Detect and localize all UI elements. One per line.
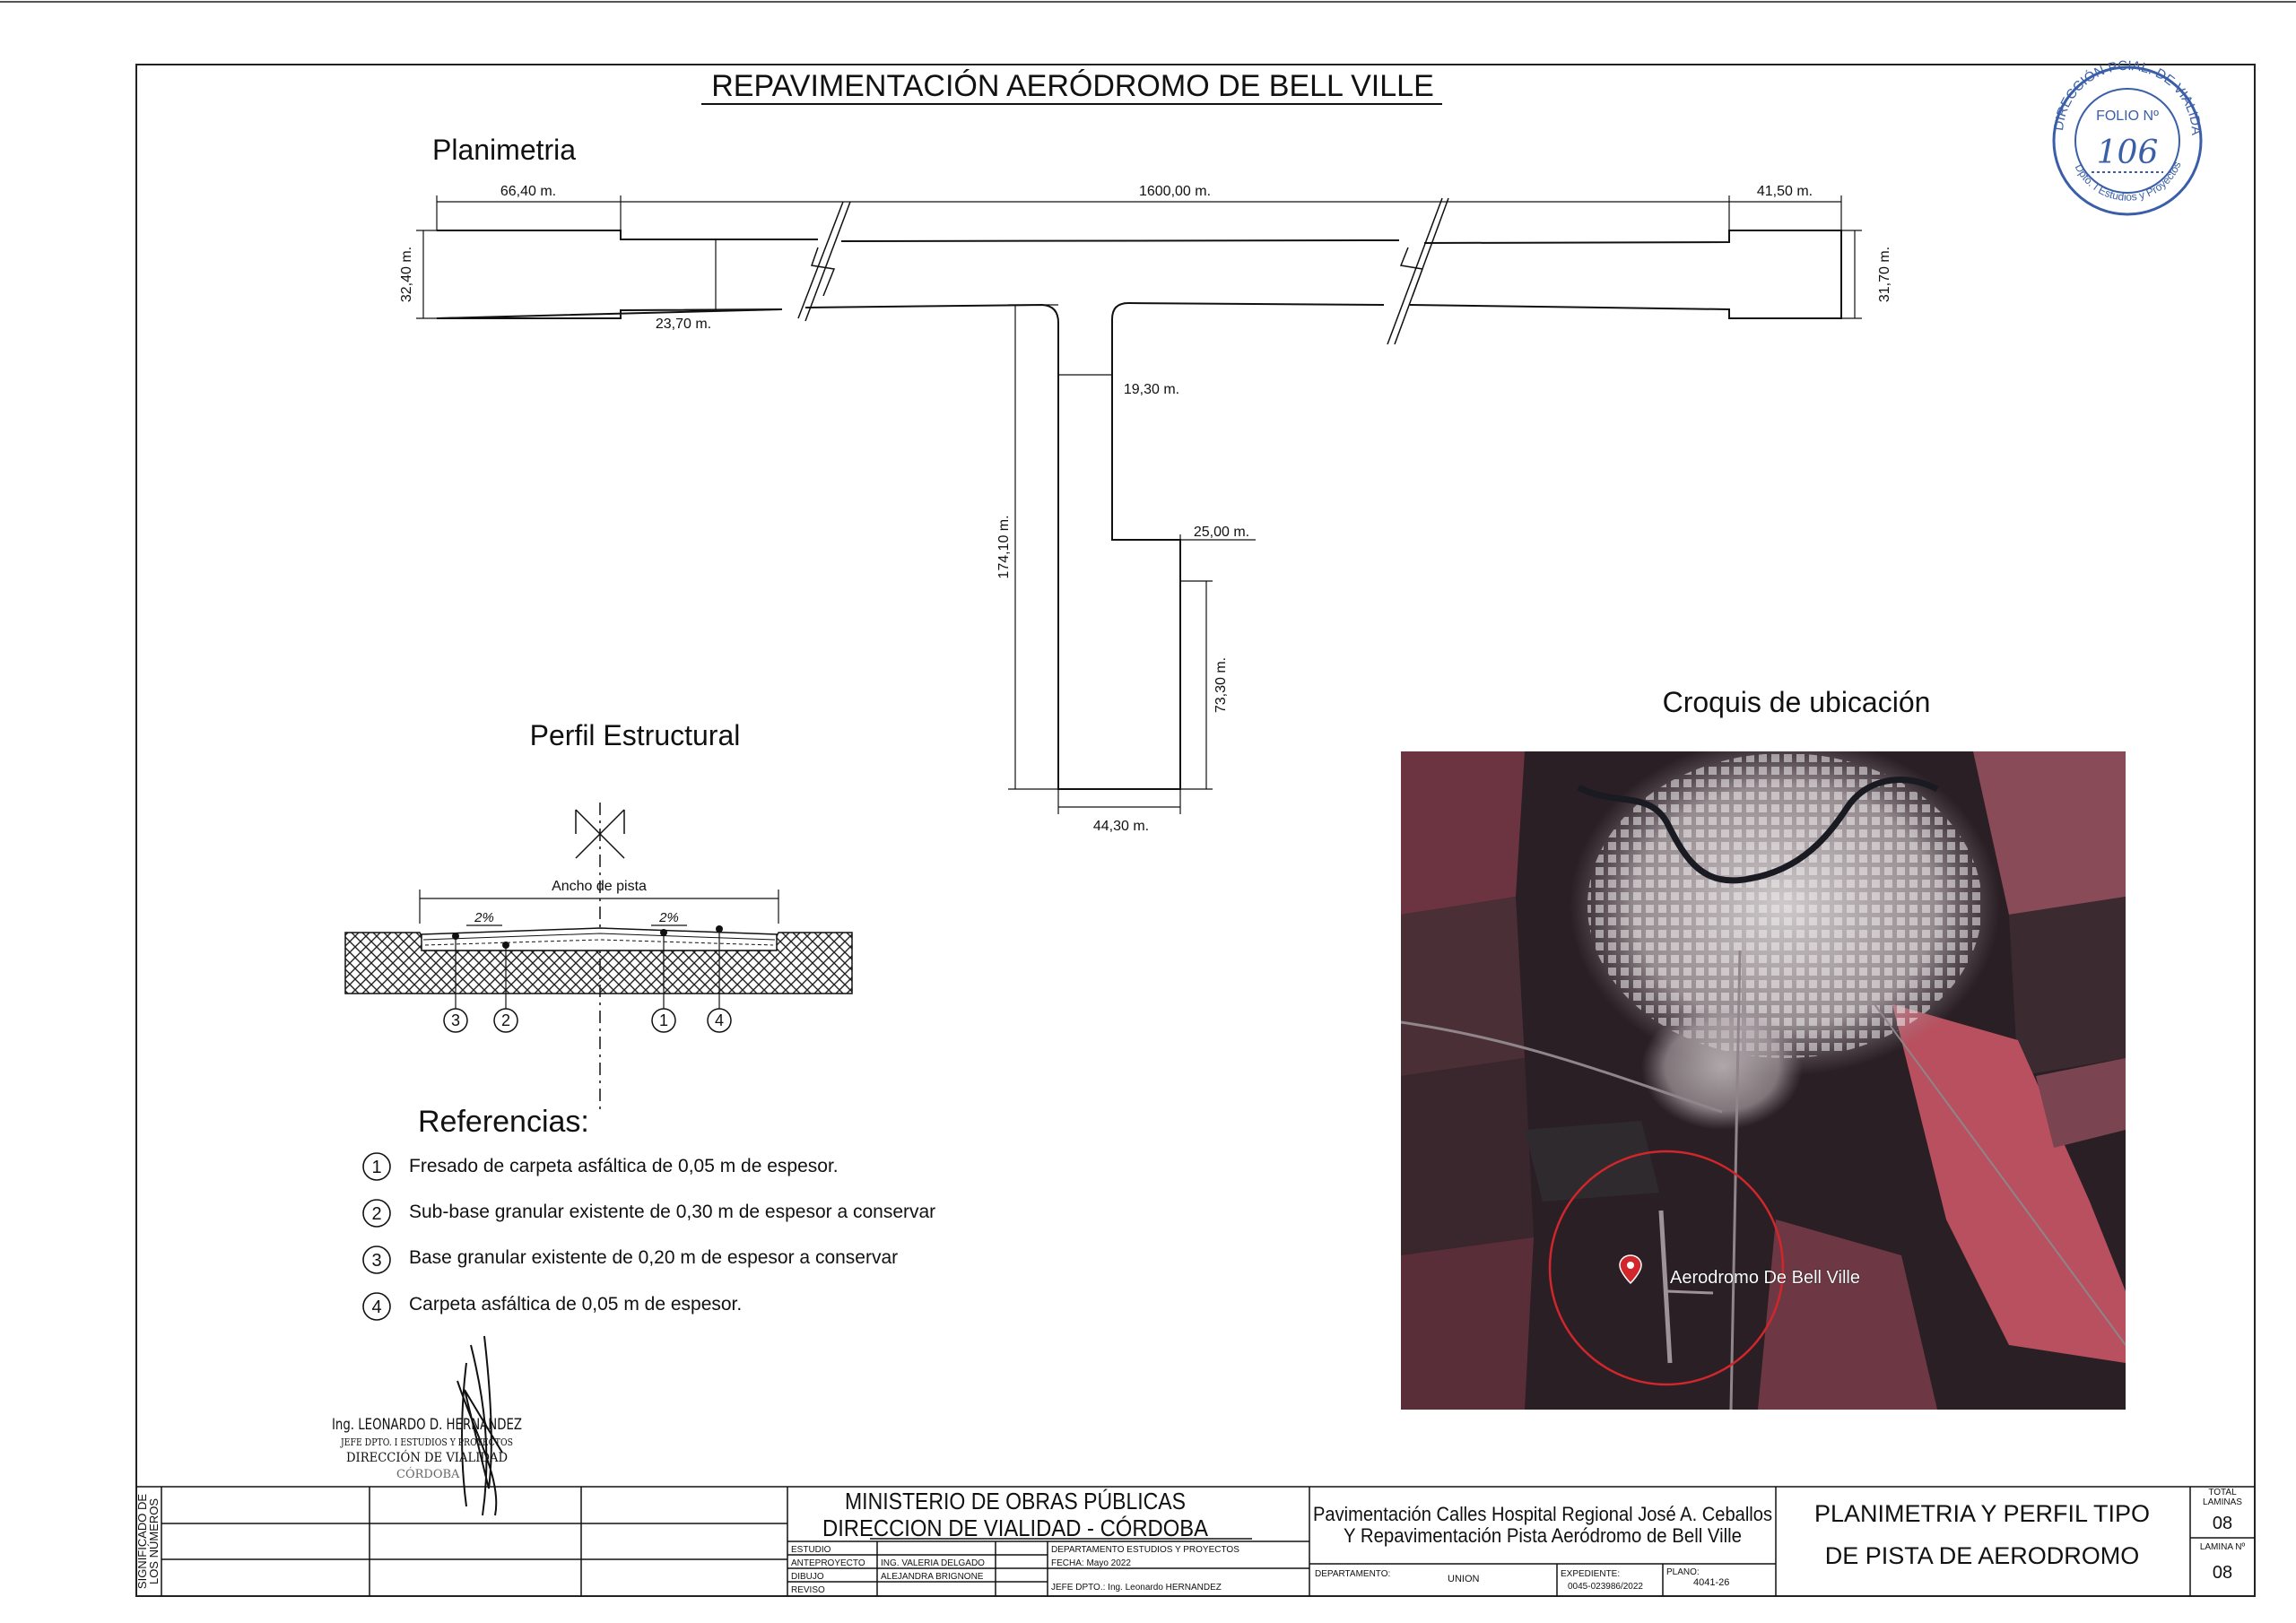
svg-text:Carpeta asfáltica de 0,05 m de: Carpeta asfáltica de 0,05 m de espesor.: [409, 1294, 742, 1315]
ancho-label: Ancho de pista: [552, 879, 647, 894]
role-dibujo-name: ALEJANDRA BRIGNONE: [881, 1572, 984, 1582]
reference-item: 3 Base granular existente de 0,20 m de e…: [362, 1245, 898, 1274]
dim-apron-length: 73,30 m.: [1213, 657, 1229, 713]
dim-apron-width: 44,30 m.: [1093, 819, 1149, 834]
dim-taxi-width: 19,30 m.: [1124, 382, 1179, 397]
callout-1: 1: [659, 1011, 668, 1029]
ministry-name: MINISTERIO DE OBRAS PÚBLICAS: [845, 1488, 1186, 1515]
expediente-label: EXPEDIENTE:: [1561, 1569, 1620, 1579]
referencias-heading: Referencias:: [418, 1105, 589, 1139]
reference-item: 2 Sub-base granular existente de 0,30 m …: [362, 1199, 935, 1228]
fecha: FECHA: Mayo 2022: [1051, 1558, 1131, 1568]
folio-number: 106: [2097, 135, 2159, 171]
signature-block: Ing. LEONARDO D. HERNANDEZ JEFE DPTO. I …: [332, 1335, 522, 1516]
title-block-text: SIGNIFICADO DE LOS NÚMEROS MINISTERIO DE…: [135, 1488, 2246, 1595]
reference-item: 4 Carpeta asfáltica de 0,05 m de espesor…: [362, 1292, 742, 1321]
expediente-value: 0045-023986/2022: [1568, 1582, 1643, 1592]
sheet-border: [135, 64, 2256, 1597]
planimetria-heading: Planimetria: [432, 134, 576, 166]
project-title-2: Y Repavimentación Pista Aeródromo de Bel…: [1344, 1524, 1742, 1547]
svg-text:Base granular existente de 0,2: Base granular existente de 0,20 m de esp…: [409, 1247, 898, 1268]
callout-2: 2: [501, 1011, 510, 1029]
role-anteproyecto-name: ING. VALERIA DELGADO: [881, 1558, 985, 1568]
slope-left: 2%: [474, 910, 494, 925]
signer-city: CÓRDOBA: [396, 1466, 460, 1481]
departamento-label: DEPARTAMENTO:: [1315, 1569, 1390, 1579]
total-label: TOTAL: [2208, 1488, 2237, 1497]
dim-runway-width: 23,70 m.: [656, 317, 711, 332]
perfil-heading: Perfil Estructural: [530, 719, 741, 751]
role-estudio: ESTUDIO: [791, 1545, 831, 1555]
svg-text:Sub-base granular existente de: Sub-base granular existente de 0,30 m de…: [409, 1202, 935, 1222]
signer-name: Ing. LEONARDO D. HERNANDEZ: [332, 1416, 522, 1434]
callout-3: 3: [451, 1011, 460, 1029]
jefe-dpto: JEFE DPTO.: Ing. Leonardo HERNANDEZ: [1051, 1583, 1222, 1593]
role-reviso: REVISO: [791, 1585, 825, 1595]
dim-right-length: 41,50 m.: [1757, 184, 1813, 199]
sheet-title-1: PLANIMETRIA Y PERFIL TIPO: [1814, 1500, 2150, 1527]
dim-left-length: 66,40 m.: [500, 184, 556, 199]
title-block: [136, 1486, 2255, 1596]
role-dibujo: DIBUJO: [791, 1572, 824, 1582]
slope-right: 2%: [658, 910, 679, 925]
runway-plan: [436, 197, 1842, 790]
svg-text:4: 4: [371, 1298, 381, 1317]
svg-text:1: 1: [371, 1158, 381, 1177]
side-label-2: LOS NÚMEROS: [147, 1498, 161, 1584]
svg-text:2: 2: [371, 1204, 381, 1224]
signer-office: DIRECCIÓN DE VIALIDAD: [346, 1449, 508, 1465]
dim-total-length: 1600,00 m.: [1139, 184, 1211, 199]
structural-profile: Ancho de pista 2% 2% 3 2 1 4: [344, 803, 853, 1114]
lamina-value: 08: [2213, 1563, 2232, 1583]
svg-text:DIRECCIÓN PCIAL. DE VIALIDAD: DIRECCIÓN PCIAL. DE VIALIDAD: [0, 0, 2204, 135]
croquis-heading: Croquis de ubicación: [1663, 686, 1931, 718]
callout-4: 4: [715, 1011, 724, 1029]
svg-text:3: 3: [371, 1251, 381, 1271]
sheet-title-2: DE PISTA DE AERODROMO: [1825, 1542, 2140, 1569]
departamento-value: UNION: [1448, 1574, 1480, 1584]
side-label: SIGNIFICADO DE: [135, 1494, 149, 1590]
plano-label: PLANO:: [1666, 1567, 1700, 1577]
dim-taxi-length: 174,10 m.: [996, 515, 1012, 578]
total-label-2: LAMINAS: [2203, 1497, 2242, 1507]
plano-value: 4041-26: [1693, 1577, 1729, 1588]
dept-name: DEPARTAMENTO ESTUDIOS Y PROYECTOS: [1051, 1545, 1239, 1555]
signer-role: JEFE DPTO. I ESTUDIOS Y PROYECTOS: [340, 1436, 513, 1448]
svg-text:Fresado de carpeta asfáltica d: Fresado de carpeta asfáltica de 0,05 m d…: [409, 1156, 839, 1176]
folio-stamp: DIRECCIÓN PCIAL. DE VIALIDAD Dpto. I Est…: [0, 0, 2204, 216]
folio-label: FOLIO Nº: [2096, 108, 2159, 124]
direction-name: DIRECCION DE VIALIDAD - CÓRDOBA: [822, 1515, 1209, 1541]
lamina-label: LAMINA Nº: [2200, 1542, 2246, 1552]
location-map: Aerodromo De Bell Ville: [1401, 751, 2126, 1410]
plan-dimension-labels: 66,40 m. 1600,00 m. 41,50 m. 32,40 m. 23…: [399, 184, 1892, 834]
page-title: REPAVIMENTACIÓN AERÓDROMO DE BELL VILLE: [711, 69, 1434, 103]
role-anteproyecto: ANTEPROYECTO: [791, 1558, 865, 1568]
total-value: 08: [2213, 1514, 2232, 1533]
dim-left-width: 32,40 m.: [399, 247, 414, 302]
project-title-1: Pavimentación Calles Hospital Regional J…: [1313, 1503, 1772, 1525]
plan-dimensions: [416, 195, 1862, 814]
reference-item: 1 Fresado de carpeta asfáltica de 0,05 m…: [362, 1152, 839, 1181]
map-marker-label: Aerodromo De Bell Ville: [1670, 1268, 1860, 1288]
dim-right-width: 31,70 m.: [1877, 247, 1892, 302]
dim-apron-step: 25,00 m.: [1194, 525, 1249, 540]
references-list: 1 Fresado de carpeta asfáltica de 0,05 m…: [362, 1152, 935, 1321]
map-pin-icon: [1619, 1254, 1642, 1285]
